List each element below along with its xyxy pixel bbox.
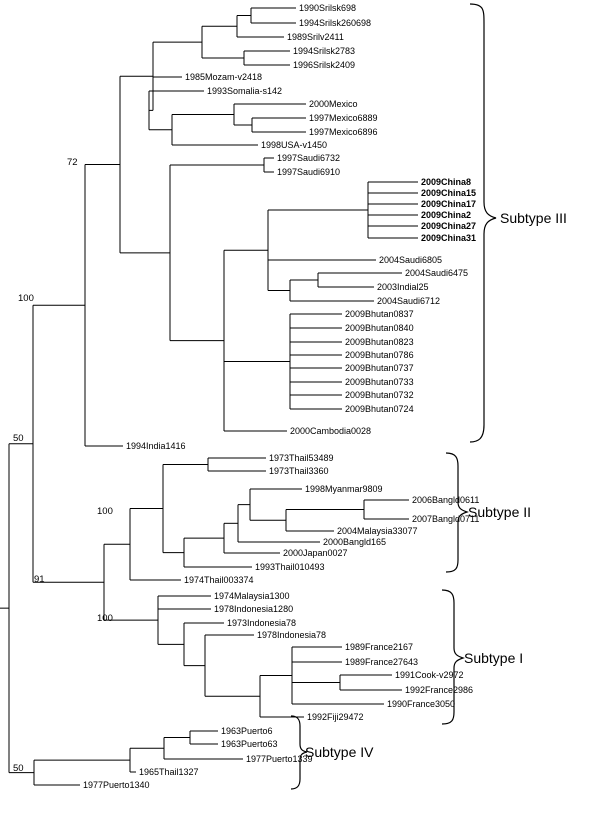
- leaf-label: 1973Thail53489: [269, 453, 334, 463]
- leaf-label: 2009China15: [421, 188, 476, 198]
- leaf-label: 1998Myanmar9809: [305, 484, 383, 494]
- leaf-label: 2007Bangld0711: [412, 514, 479, 524]
- leaf-label: 2009Bhutan0786: [345, 350, 414, 360]
- leaf-label: 2009Bhutan0840: [345, 323, 414, 333]
- leaf-label: 2009China27: [421, 221, 476, 231]
- leaf-label: 1992France2986: [405, 685, 473, 695]
- leaf-label: 1997Mexico6896: [309, 127, 378, 137]
- subtype-iv-bracket: [290, 715, 308, 790]
- subtype-labels: Subtype III Subtype II Subtype I Subtype…: [305, 210, 567, 760]
- leaf-label: 1997Saudi6910: [277, 167, 340, 177]
- leaf-label: 2000Japan0027: [283, 548, 348, 558]
- subtype-i-bracket: [441, 589, 465, 725]
- leaf-label: 2003Indial25: [377, 282, 429, 292]
- leaf-label: 1996Srilsk2409: [293, 60, 355, 70]
- bootstrap-label: 100: [97, 613, 113, 624]
- leaf-label: 1992Fiji29472: [307, 712, 364, 722]
- bootstrap-label: 100: [18, 293, 34, 304]
- leaf-label: 2004Saudi6712: [377, 296, 440, 306]
- leaf-label: 1965Thail1327: [139, 767, 199, 777]
- leaf-label: 1973Indonesia78: [227, 618, 296, 628]
- leaf-label: 2004Saudi6475: [405, 268, 468, 278]
- subtype-ii-bracket: [445, 452, 469, 573]
- leaf-labels: 1990Srilsk698 1994Srilsk260698 1989Srilv24…: [83, 3, 479, 790]
- leaf-label: 2009Bhutan0823: [345, 337, 414, 347]
- leaf-label: 1993Somalia-s142: [207, 86, 282, 96]
- subtype-iii-label: Subtype III: [500, 210, 567, 226]
- leaf-label: 2009China8: [421, 177, 471, 187]
- leaf-label: 1985Mozam-v2418: [185, 72, 262, 82]
- leaf-label: 1997Mexico6889: [309, 113, 378, 123]
- leaf-label: 1977Puerto1340: [83, 780, 150, 790]
- leaf-label: 1977Puerto1339: [246, 754, 313, 764]
- leaf-label: 1989France27643: [345, 657, 418, 667]
- leaf-label: 1994Srilsk2783: [293, 46, 355, 56]
- subtype-iv-label: Subtype IV: [305, 744, 374, 760]
- bootstrap-label: 91: [34, 574, 45, 585]
- subtype-ii-label: Subtype II: [468, 504, 531, 520]
- leaf-label: 1974Thail003374: [184, 575, 254, 585]
- leaf-label: 2009Bhutan0837: [345, 309, 414, 319]
- leaf-label: 2009Bhutan0737: [345, 363, 414, 373]
- bootstrap-label: 100: [97, 506, 113, 517]
- leaf-label: 1963Puerto6: [221, 726, 273, 736]
- leaf-label: 2000Cambodia0028: [290, 426, 371, 436]
- bootstrap-values: 72 100 50 100 91 100 50: [13, 157, 113, 774]
- leaf-label: 1998USA-v1450: [261, 140, 327, 150]
- leaf-label: 2004Saudi6805: [379, 255, 442, 265]
- leaf-label: 1974Malaysia1300: [214, 591, 290, 601]
- leaf-label: 2006Bangld0611: [412, 495, 479, 505]
- leaf-label: 1990France3050: [387, 699, 455, 709]
- tree-branches: [0, 7, 418, 786]
- leaf-label: 2009China31: [421, 233, 476, 243]
- leaf-label: 2009Bhutan0733: [345, 377, 414, 387]
- leaf-label: 1991Cook-v2972: [395, 670, 464, 680]
- leaf-label: 2000Bangld165: [323, 537, 386, 547]
- subtype-iii-bracket: [469, 3, 497, 443]
- leaf-label: 1994India1416: [126, 441, 186, 451]
- leaf-label: 2000Mexico: [309, 99, 358, 109]
- leaf-label: 2004Malaysia33077: [337, 526, 418, 536]
- bootstrap-label: 50: [13, 433, 24, 444]
- leaf-label: 1994Srilsk260698: [299, 18, 371, 28]
- subtype-i-label: Subtype I: [464, 650, 523, 666]
- leaf-label: 1963Puerto63: [221, 739, 278, 749]
- leaf-label: 1973Thail3360: [269, 466, 329, 476]
- leaf-label: 1978Indonesia1280: [214, 604, 293, 614]
- leaf-label: 1997Saudi6732: [277, 153, 340, 163]
- leaf-label: 2009China17: [421, 199, 476, 209]
- leaf-label: 1989France2167: [345, 642, 413, 652]
- leaf-label: 2009China2: [421, 210, 471, 220]
- leaf-label: 1978Indonesia78: [257, 630, 326, 640]
- leaf-label: 2009Bhutan0724: [345, 404, 414, 414]
- leaf-label: 1993Thail010493: [255, 562, 325, 572]
- leaf-label: 1990Srilsk698: [299, 3, 356, 13]
- bootstrap-label: 50: [13, 763, 24, 774]
- leaf-label: 1989Srilv2411: [287, 32, 344, 42]
- subtype-brackets: [290, 3, 497, 790]
- leaf-label: 2009Bhutan0732: [345, 390, 414, 400]
- bootstrap-label: 72: [67, 157, 78, 168]
